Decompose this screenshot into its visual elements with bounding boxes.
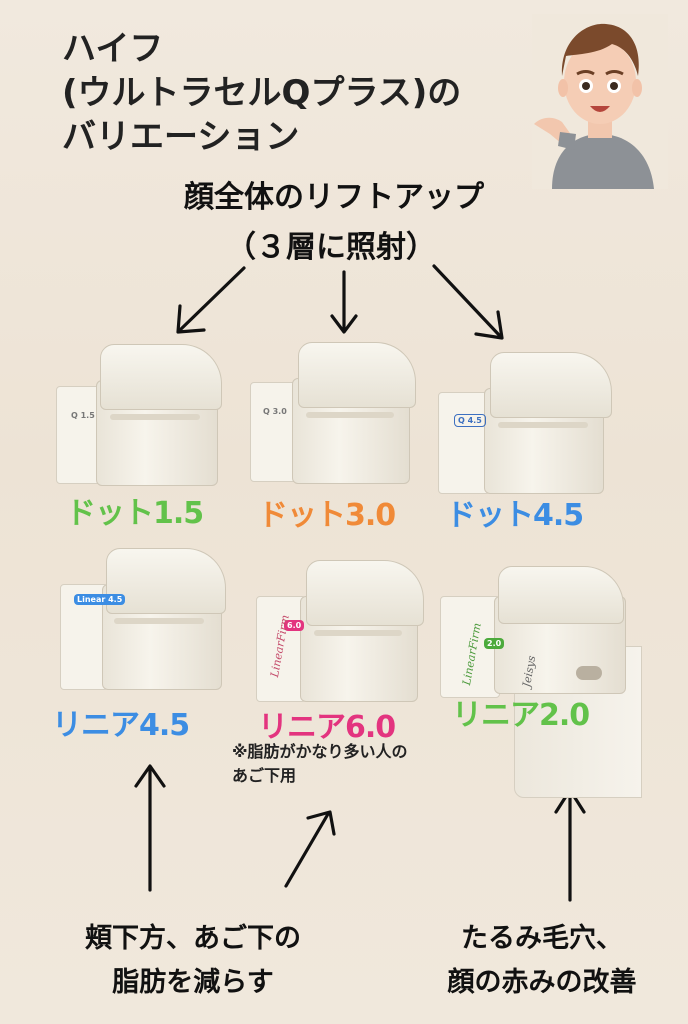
badge-text: Linear 4.5 bbox=[74, 594, 126, 605]
badge-text: 2.0 bbox=[484, 638, 505, 649]
label-linear-4-5: リニア4.5 bbox=[52, 708, 190, 743]
arrow-down-left-icon bbox=[176, 266, 246, 334]
title-line-1: ハイフ bbox=[62, 29, 164, 69]
note-line-2: あご下用 bbox=[232, 766, 297, 785]
bottom-right-line-1: たるみ毛穴、 bbox=[461, 923, 623, 954]
device-linear-2-0: 2.0 LinearFirm Jeisys bbox=[440, 566, 642, 798]
title-line-2: (ウルトラセルQプラス)の bbox=[62, 73, 462, 113]
label-dot-3-0: ドット3.0 bbox=[258, 498, 396, 533]
bottom-right-line-2: 顔の赤みの改善 bbox=[447, 967, 637, 998]
bottom-left-line-1: 頬下方、あご下の bbox=[85, 923, 301, 954]
heading-line-2: （３層に照射） bbox=[226, 230, 436, 265]
label-dot-4-5: ドット4.5 bbox=[446, 498, 584, 533]
toggle-switch bbox=[576, 666, 602, 680]
badge-text: Q 3.0 bbox=[263, 407, 287, 416]
device-linear-6-0: 6.0 LinearFirm bbox=[256, 556, 426, 706]
device-dot-1-5: Q 1.5 bbox=[56, 340, 226, 490]
badge-text: Q 1.5 bbox=[71, 411, 95, 420]
label-linear-6-0: リニア6.0 bbox=[258, 710, 396, 745]
label-dot-1-5: ドット1.5 bbox=[66, 496, 204, 531]
device-linear-4-5: Linear 4.5 bbox=[60, 544, 230, 694]
badge-text: Q 4.5 bbox=[454, 414, 486, 427]
bottom-left-line-2: 脂肪を減らす bbox=[112, 967, 274, 998]
arrow-down-right-icon bbox=[432, 264, 504, 340]
badge-text: 6.0 bbox=[284, 620, 305, 631]
arrow-up-right-icon bbox=[284, 810, 336, 888]
title-line-3: バリエーション bbox=[62, 117, 300, 157]
device-dot-4-5: Q 4.5 bbox=[438, 348, 614, 498]
arrow-up-left-icon bbox=[134, 764, 166, 892]
device-dot-3-0: Q 3.0 bbox=[250, 338, 420, 488]
arrow-up-icon bbox=[554, 788, 586, 902]
arrow-down-icon bbox=[330, 270, 358, 334]
label-linear-2-0: リニア2.0 bbox=[452, 698, 590, 733]
person-avatar-icon bbox=[532, 14, 668, 189]
note-line-1: ※脂肪がかなり多い人の bbox=[232, 742, 408, 761]
heading-line-1: 顔全体のリフトアップ bbox=[184, 180, 484, 215]
